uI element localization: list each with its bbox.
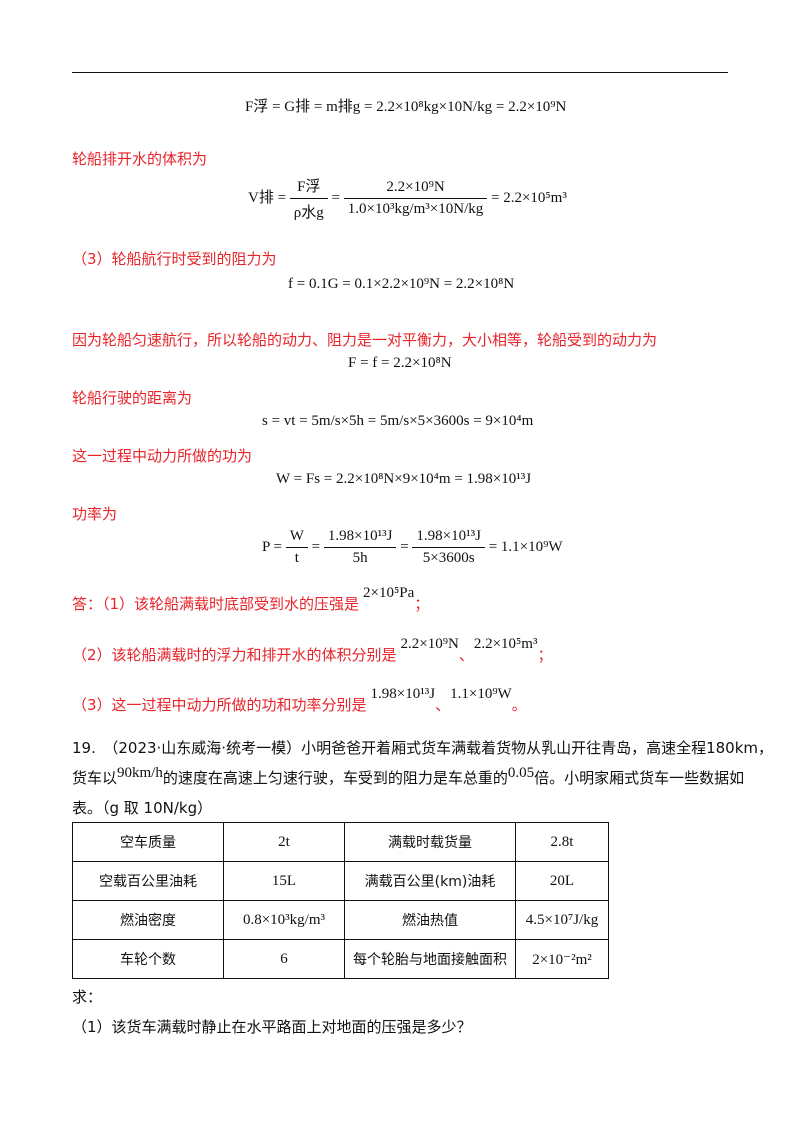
header-rule	[72, 72, 728, 73]
table-row: 燃油密度 0.8×10³kg/m³ 燃油热值 4.5×10⁷J/kg	[72, 900, 609, 940]
sub-question-1: （1）该货车满载时静止在水平路面上对地面的压强是多少？	[72, 1018, 472, 1036]
table-row: 空车质量 2t 满载时载货量 2.8t	[72, 822, 609, 862]
table-row: 车轮个数 6 每个轮胎与地面接触面积 2×10⁻²m²	[72, 939, 609, 979]
eq-power-frac3: 1.98×10¹³J 5×3600s	[412, 528, 485, 567]
label-work: 这一过程中动力所做的功为	[72, 447, 253, 465]
label-distance: 轮船行驶的距离为	[72, 389, 193, 407]
answer-2-value-1: 2.2×10⁹N	[400, 636, 459, 652]
eq-power-result: = 1.1×10⁹W	[488, 538, 563, 555]
resistance-ratio: 0.05	[507, 765, 535, 781]
label-displaced-volume: 轮船排开水的体积为	[72, 150, 208, 168]
answer-1-value: 2×10⁵Pa	[363, 585, 415, 601]
answer-3-value-1: 1.98×10¹³J	[370, 686, 436, 702]
question-19-line-2: 货车以90km/h的速度在高速上匀速行驶，车受到的阻力是车总重的0.05倍。小明…	[72, 765, 745, 787]
eq-power-frac2: 1.98×10¹³J 5h	[323, 528, 397, 567]
answer-2-value-2: 2.2×10⁵m³	[473, 636, 538, 652]
table-row: 空载百公里油耗 15L 满载百公里(km)油耗 20L	[72, 861, 609, 901]
equation-force: F = f = 2.2×10⁸N	[348, 355, 452, 371]
equation-distance: s = vt = 5m/s×5h = 5m/s×5×3600s = 9×10⁴m	[262, 413, 534, 429]
eq-power-lhs: P =	[262, 538, 282, 555]
question-19-line-3: 表。（g 取 10N/kg）	[72, 799, 213, 817]
truck-data-table: 空车质量 2t 满载时载货量 2.8t 空载百公里油耗 15L 满载百公里(km…	[72, 822, 609, 979]
equation-resistance: f = 0.1G = 0.1×2.2×10⁹N = 2.2×10⁸N	[288, 276, 515, 292]
answer-1: 答：（1）该轮船满载时底部受到水的压强是2×10⁵Pa；	[72, 585, 430, 613]
label-balance: 因为轮船匀速航行，所以轮船的动力、阻力是一对平衡力，大小相等，轮船受到的动力为	[72, 331, 658, 349]
answer-3: （3）这一过程中动力所做的功和功率分别是1.98×10¹³J、1.1×10⁹W。	[72, 686, 527, 714]
equation-power: P = W t = 1.98×10¹³J 5h = 1.98×10¹³J 5×3…	[262, 528, 563, 567]
equation-work: W = Fs = 2.2×10⁸N×9×10⁴m = 1.98×10¹³J	[276, 471, 532, 487]
ask-label: 求：	[72, 988, 103, 1006]
eq-power-frac1: W t	[285, 528, 308, 567]
eq-volume-result: = 2.2×10⁵m³	[491, 189, 567, 206]
question-19-line-1: 19. （2023·山东威海·统考一模）小明爸爸开着厢式货车满载着货物从乳山开往…	[72, 739, 773, 757]
label-power: 功率为	[72, 505, 118, 523]
label-resistance: （3）轮船航行时受到的阻力为	[72, 250, 277, 268]
equation-buoyancy: F浮 = G排 = m排g = 2.2×10⁸kg×10N/kg = 2.2×1…	[245, 99, 567, 115]
eq-volume-frac2: 2.2×10⁹N 1.0×10³kg/m³×10N/kg	[343, 179, 488, 218]
answer-2: （2）该轮船满载时的浮力和排开水的体积分别是2.2×10⁹N、2.2×10⁵m³…	[72, 636, 553, 664]
eq-volume-frac1: F浮 ρ水g	[289, 175, 328, 222]
answer-3-value-2: 1.1×10⁹W	[450, 686, 512, 702]
speed-value: 90km/h	[117, 765, 163, 781]
eq-volume-lhs: V排 =	[248, 189, 287, 206]
equation-volume: V排 = F浮 ρ水g = 2.2×10⁹N 1.0×10³kg/m³×10N/…	[248, 175, 567, 222]
